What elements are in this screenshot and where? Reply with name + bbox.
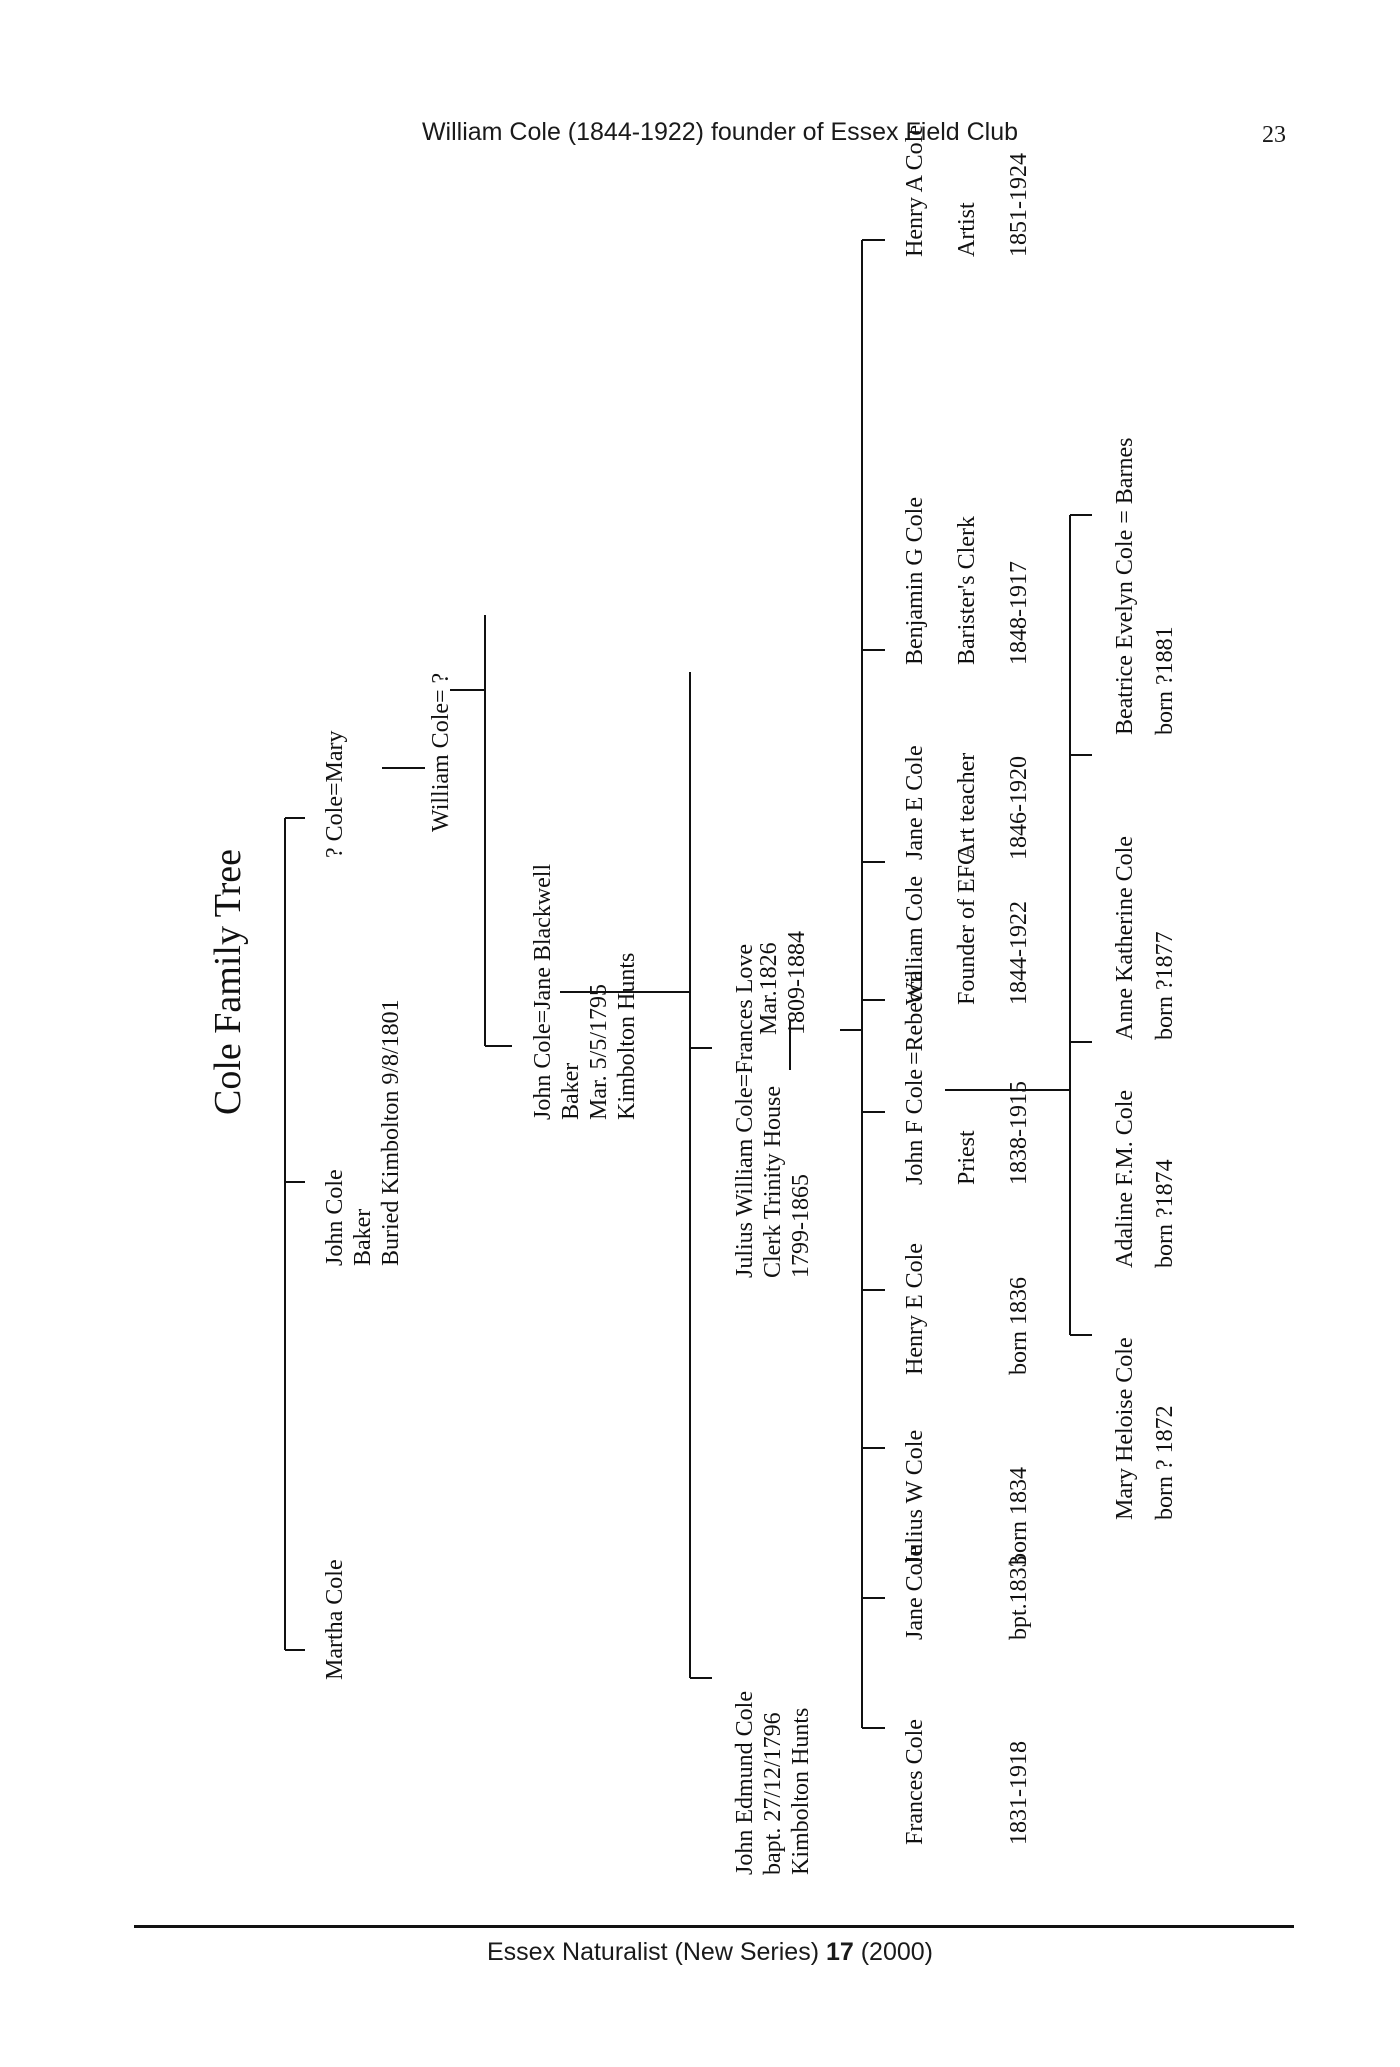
page-number: 23 — [1262, 122, 1286, 148]
child-2: Jane Cole bpt.1833 — [902, 1546, 1032, 1640]
child-9-line-1: Henry A Cole — [902, 125, 928, 257]
person-john-edmund-cole-line-2: bapt. 27/12/1796 — [760, 1712, 786, 1875]
grandchild-3-line-1: Anne Katherine Cole — [1112, 836, 1138, 1040]
marriage-details-line-1: Mar.1826 — [756, 942, 782, 1035]
couple-julius-frances-line-1: Julius William Cole=Frances Love — [732, 944, 758, 1278]
journal-year: (2000) — [860, 1938, 933, 1966]
child-2-line-1: Jane Cole — [902, 1546, 928, 1640]
couple-john-jane-blackwell-line-1: John Cole=Jane Blackwell — [530, 864, 556, 1120]
child-1-line-1: Frances Cole — [902, 1719, 928, 1845]
child-4: Henry E Cole born 1836 — [902, 1243, 1032, 1375]
person-martha-cole: Martha Cole — [322, 1559, 348, 1680]
child-4-line-3: born 1836 — [1006, 1277, 1032, 1375]
journal-volume: 17 — [825, 1938, 854, 1966]
child-8-line-3: 1848-1917 — [1006, 561, 1032, 665]
person-john-cole-baker-line-2: Baker — [350, 1209, 376, 1266]
child-1-line-3: 1831-1918 — [1006, 1741, 1032, 1845]
person-john-cole-baker-line-3: Buried Kimbolton 9/8/1801 — [378, 999, 404, 1266]
child-2-line-3: bpt.1833 — [1006, 1555, 1032, 1640]
grandchild-3-line-2: born ?1877 — [1152, 931, 1178, 1040]
child-7-line-1: Jane E Cole — [902, 745, 928, 860]
child-7: Jane E Cole Art teacher 1846-1920 — [902, 745, 1032, 860]
running-title: William Cole (1844-1922) founder of Esse… — [421, 118, 1019, 146]
grandchild-4: Beatrice Evelyn Cole = Barnes born ?1881 — [1112, 438, 1178, 735]
grandchild-1: Mary Heloise Cole born ? 1872 — [1112, 1337, 1178, 1520]
grandchild-1-line-1: Mary Heloise Cole — [1112, 1337, 1138, 1520]
grandchild-2-line-2: born ?1874 — [1152, 1159, 1178, 1268]
child-8-line-2: Barister's Clerk — [954, 516, 980, 665]
child-8: Benjamin G Cole Barister's Clerk 1848-1917 — [902, 497, 1032, 665]
child-8-line-1: Benjamin G Cole — [902, 497, 928, 665]
diagram-title-line-1: Cole Family Tree — [207, 849, 249, 1115]
person-john-edmund-cole-line-3: Kimbolton Hunts — [788, 1708, 814, 1875]
footer-rule — [134, 1925, 1294, 1928]
couple-john-jane-blackwell-line-3: Mar. 5/5/1795 — [586, 984, 612, 1120]
couple-william-cole-line-1: William Cole= ? — [428, 673, 454, 832]
child-6: William Cole Founder of EFC 1844-1922 — [902, 849, 1032, 1005]
child-5-line-1: John F Cole — [902, 1069, 928, 1185]
child-7-line-2: Art teacher — [954, 753, 980, 860]
couple-julius-frances-line-3: 1799-1865 — [788, 1174, 814, 1278]
couple-william-cole: William Cole= ? — [428, 673, 454, 832]
person-martha-cole-line-1: Martha Cole — [322, 1559, 348, 1680]
footer-citation: Essex Naturalist (New Series) 17 (2000) — [300, 1938, 1120, 1967]
couple-john-jane-blackwell-line-4: Kimbolton Hunts — [614, 953, 640, 1120]
grandchild-4-line-2: born ?1881 — [1152, 626, 1178, 735]
grandchild-2-line-1: Adaline F.M. Cole — [1112, 1090, 1138, 1268]
journal-name: Essex Naturalist (New Series) — [486, 1938, 820, 1966]
couple-john-jane-blackwell-line-2: Baker — [558, 1063, 584, 1120]
couple-julius-frances-line-2: Clerk Trinity House — [760, 1086, 786, 1278]
couple-cole-mary-line-1: ? Cole=Mary — [322, 731, 348, 859]
child-3-line-3: born 1834 — [1006, 1467, 1032, 1565]
grandchild-2: Adaline F.M. Cole born ?1874 — [1112, 1090, 1178, 1268]
child-6-line-2: Founder of EFC — [954, 849, 980, 1005]
person-john-edmund-cole-line-1: John Edmund Cole — [732, 1691, 758, 1875]
tree-connector-lines — [284, 239, 1092, 1729]
child-6-line-3: 1844-1922 — [1006, 901, 1032, 1005]
couple-cole-mary: ? Cole=Mary — [322, 731, 348, 859]
person-john-cole-baker-line-1: John Cole — [322, 1169, 348, 1266]
child-3-line-1: Julius W Cole — [902, 1430, 928, 1565]
child-9-line-2: Artist — [954, 202, 980, 257]
spouse-rebecca-line-1: =Rebecca — [902, 970, 928, 1065]
marriage-details-line-2: 1809-1884 — [784, 931, 810, 1035]
child-9-line-3: 1851-1924 — [1006, 153, 1032, 257]
diagram-title: Cole Family Tree — [207, 849, 249, 1115]
child-3: Julius W Cole born 1834 — [902, 1430, 1032, 1565]
child-4-line-1: Henry E Cole — [902, 1243, 928, 1375]
child-1: Frances Cole 1831-1918 — [902, 1719, 1032, 1845]
child-7-line-3: 1846-1920 — [1006, 756, 1032, 860]
child-6-line-1: William Cole — [902, 876, 928, 1005]
child-5-line-2: Priest — [954, 1130, 980, 1185]
grandchild-1-line-2: born ? 1872 — [1152, 1405, 1178, 1520]
spouse-rebecca: =Rebecca — [902, 970, 928, 1065]
grandchild-4-line-1: Beatrice Evelyn Cole = Barnes — [1112, 438, 1138, 735]
child-5-line-3: 1838-1915 — [1006, 1081, 1032, 1185]
grandchild-3: Anne Katherine Cole born ?1877 — [1112, 836, 1178, 1040]
